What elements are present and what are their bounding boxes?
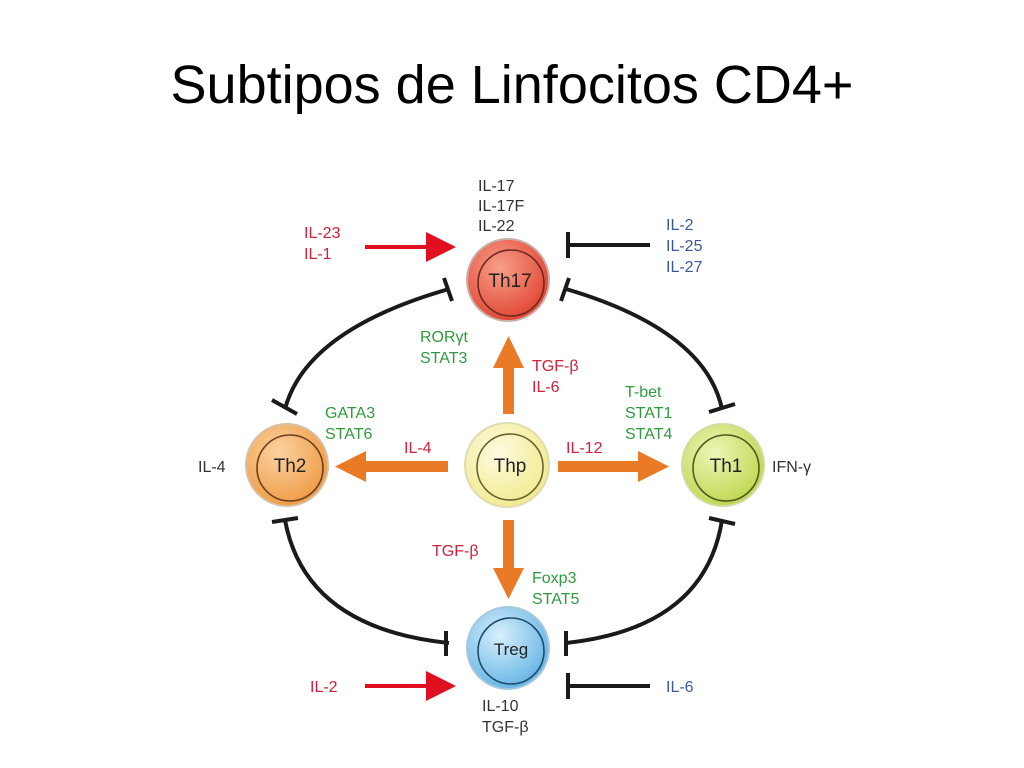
cell-thp: Thp (464, 422, 550, 508)
treg-tf-stat5: STAT5 (532, 591, 580, 608)
inducer-arrows (365, 232, 456, 701)
treg-product-tgfb: TGF-β (482, 719, 529, 736)
thp-th2-il4: IL-4 (404, 440, 432, 457)
inhibitory-arcs (271, 277, 736, 656)
th17-inducer-il23: IL-23 (304, 225, 341, 242)
th17-inhibitor-il25: IL-25 (666, 238, 703, 255)
arrow-il23-head (426, 232, 456, 262)
arrow-il2-treg-head (426, 671, 456, 701)
th2-product-il4: IL-4 (198, 459, 226, 476)
th1-tf-stat1: STAT1 (625, 405, 673, 422)
arc-treg-to-th1-bar (708, 516, 736, 526)
arrow-thp-treg-shaft (503, 520, 514, 570)
thp-th1-il12: IL-12 (566, 440, 603, 457)
cell-label-th17: Th17 (488, 271, 531, 292)
differentiation-arrows (335, 336, 669, 599)
arc-th17-to-th1-bar (708, 402, 736, 414)
arrow-thp-th17-head (493, 336, 524, 368)
treg-tf-foxp3: Foxp3 (532, 570, 577, 587)
thp-th17-tgfb: TGF-β (532, 358, 579, 375)
inhibitor-lines (566, 232, 650, 699)
arrow-thp-th2-head (335, 451, 366, 482)
arc-th17-to-th2-bar (271, 398, 298, 416)
arc-th17-to-th2 (283, 287, 450, 410)
arc-th2-to-th17-bar (442, 277, 454, 302)
th17-tf-rorgt: RORγt (420, 329, 469, 346)
cell-th17: Th17 (466, 238, 550, 322)
arrow-thp-treg-head (493, 568, 524, 599)
arc-th1-to-treg (565, 519, 724, 645)
th1-product-ifng: IFN-γ (772, 459, 811, 476)
cell-th1: Th1 (681, 423, 765, 507)
thp-th17-il6: IL-6 (532, 379, 560, 396)
th17-inhibitor-il2: IL-2 (666, 217, 694, 234)
arrow-thp-th17-shaft (503, 366, 514, 414)
th17-tf-stat3: STAT3 (420, 350, 468, 367)
treg-product-il10: IL-10 (482, 698, 519, 715)
th1-tf-tbet: T-bet (625, 384, 662, 401)
arc-th1-to-th17-bar (559, 277, 571, 302)
th17-product-il17f: IL-17F (478, 198, 524, 215)
cell-treg: Treg (466, 606, 550, 690)
cell-label-th2: Th2 (274, 456, 307, 477)
th2-tf-stat6: STAT6 (325, 426, 373, 443)
arc-th17-to-th1 (565, 287, 724, 410)
th2-tf-gata3: GATA3 (325, 405, 375, 422)
th17-inhibitor-il27: IL-27 (666, 259, 703, 276)
th1-tf-stat4: STAT4 (625, 426, 673, 443)
arc-treg-to-th2-bar (271, 516, 299, 524)
slide-title: Subtipos de Linfocitos CD4+ (170, 55, 854, 115)
th17-inducer-il1: IL-1 (304, 246, 332, 263)
cell-label-th1: Th1 (710, 456, 743, 477)
th17-product-il17: IL-17 (478, 178, 515, 195)
cell-label-treg: Treg (494, 640, 528, 659)
arrow-thp-th1-head (638, 451, 669, 482)
arrow-thp-th1-shaft (558, 461, 640, 472)
arrow-thp-th2-shaft (364, 461, 448, 472)
cell-label-thp: Thp (494, 456, 527, 477)
cell-th2: Th2 (245, 423, 329, 507)
th17-product-il22: IL-22 (478, 218, 515, 235)
thp-treg-tgfb: TGF-β (432, 543, 479, 560)
arc-th2-to-treg (283, 519, 450, 645)
treg-inducer-il2: IL-2 (310, 679, 338, 696)
treg-inhibitor-il6: IL-6 (666, 679, 694, 696)
